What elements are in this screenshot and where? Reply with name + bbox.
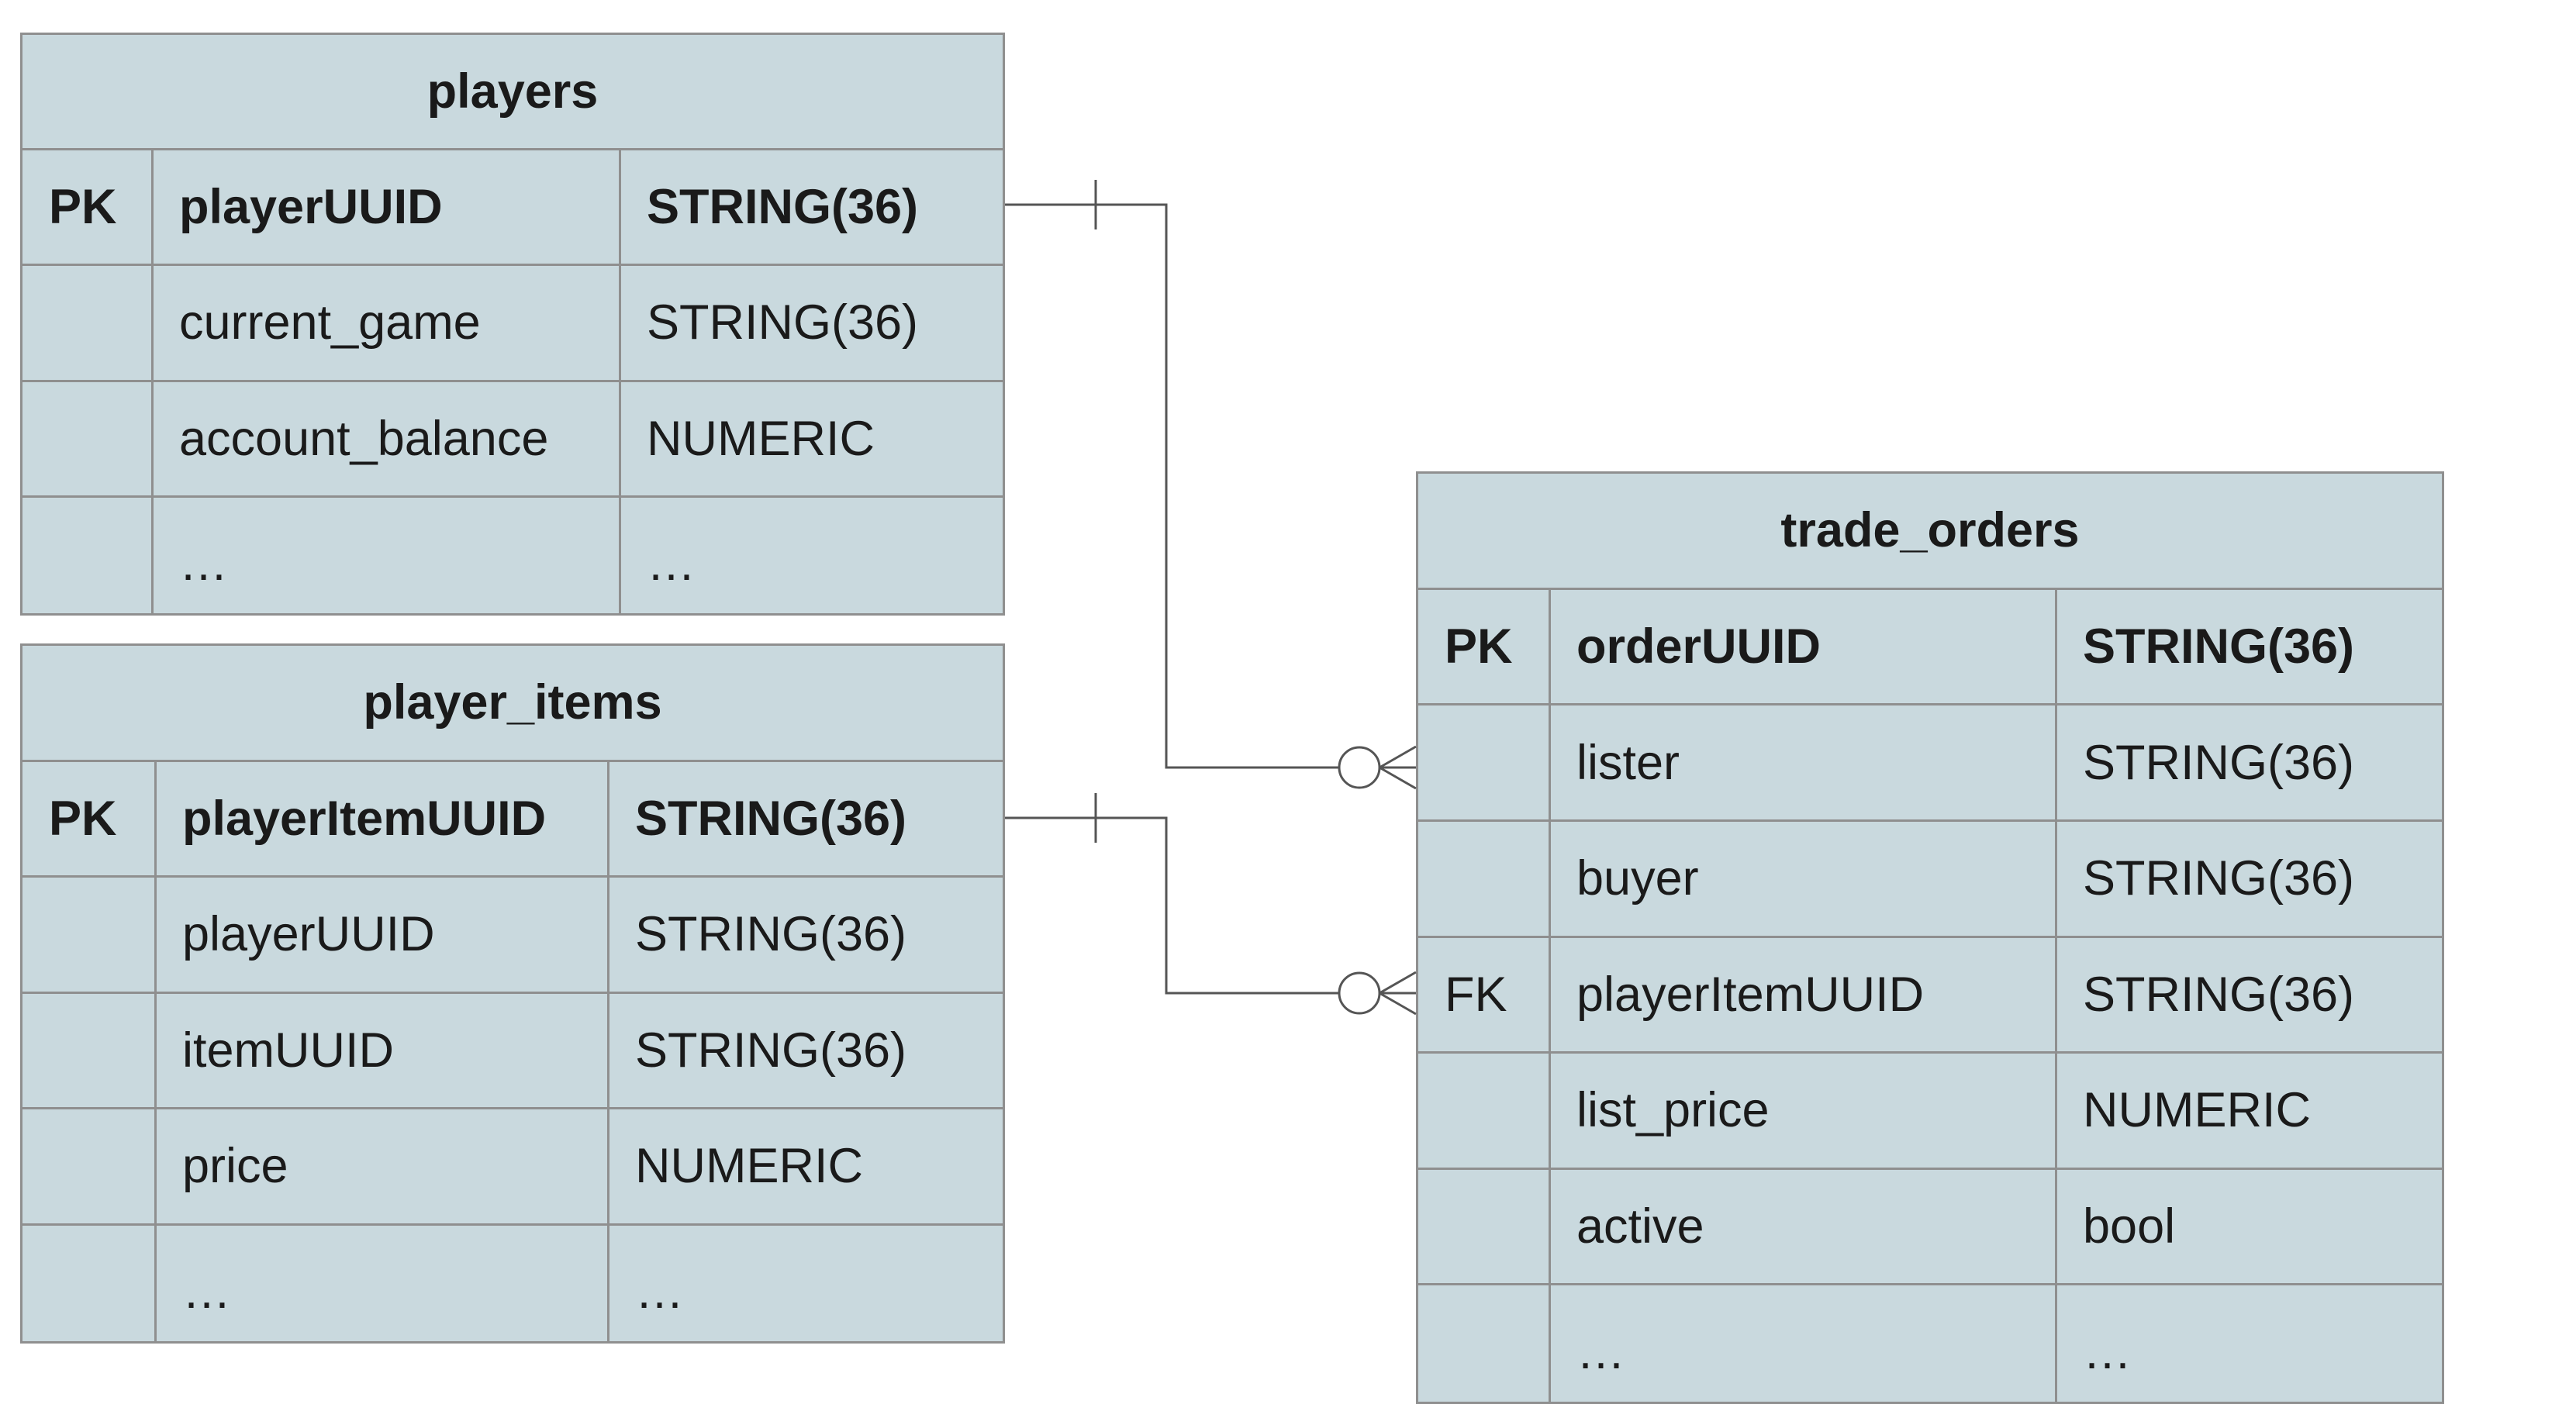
column-name: itemUUID [157,993,609,1109]
key-cell [1418,1169,1551,1286]
column-type: STRING(36) [2057,590,2442,706]
column-type: STRING(36) [2057,705,2442,822]
key-cell: PK [1418,589,1551,706]
column-type: NUMERIC [609,1109,1003,1226]
column-type: STRING(36) [621,150,1003,267]
column-name: buyer [1551,821,2057,938]
column-type: STRING(36) [609,878,1003,994]
table-trade-orders: trade_orders PK orderUUID STRING(36) lis… [1416,471,2444,1404]
column-name: list_price [1551,1054,2057,1170]
column-name: current_game [154,266,621,382]
table-title: players [22,35,1003,151]
relationship-players-trade-orders [1005,180,1417,790]
key-cell [1418,705,1551,822]
table-title: trade_orders [1418,474,2442,590]
connector-line [1005,816,1339,995]
crow-foot-lower [1379,992,1417,1016]
table-players: players PK playerUUID STRING(36) current… [20,33,1005,616]
crow-foot-lower [1379,766,1417,790]
zero-marker [1338,746,1381,789]
column-type: … [635,1264,684,1319]
column-name: playerItemUUID [157,761,609,878]
column-name: playerUUID [154,150,621,267]
key-cell [22,497,154,613]
key-cell: FK [1418,937,1551,1054]
column-name: price [157,1109,609,1226]
key-cell [1418,821,1551,938]
column-name: account_balance [154,381,621,498]
column-type: … [647,536,696,591]
zero-marker [1338,971,1381,1015]
column-name: playerUUID [157,878,609,994]
key-cell: PK [22,761,157,878]
key-cell [22,1109,157,1226]
column-type: … [2083,1325,2132,1379]
key-cell [1418,1285,1551,1402]
column-name: … [154,497,621,613]
connector-line [1005,203,1339,769]
key-cell [22,878,157,994]
table-player-items: player_items PK playerItemUUID STRING(36… [20,643,1005,1344]
key-cell [22,381,154,498]
column-name: playerItemUUID [1551,937,2057,1054]
key-cell: PK [22,150,154,267]
crow-foot-upper [1379,745,1417,769]
column-name: … [1551,1285,2057,1402]
table-title: player_items [22,646,1003,762]
column-name: active [1551,1169,2057,1286]
crow-foot-upper [1379,971,1417,995]
column-type: STRING(36) [609,994,1003,1109]
relationship-player-items-trade-orders [1005,793,1417,1016]
column-type: STRING(36) [2057,938,2442,1054]
key-cell [22,993,157,1109]
column-name: orderUUID [1551,589,2057,706]
column-type: STRING(36) [609,762,1003,878]
column-type: bool [2057,1170,2442,1286]
key-cell [22,266,154,382]
column-name: … [157,1225,609,1341]
column-name: lister [1551,705,2057,822]
column-type: NUMERIC [2057,1054,2442,1170]
column-type: STRING(36) [621,266,1003,382]
key-cell [22,1225,157,1341]
key-cell [1418,1054,1551,1170]
column-type: NUMERIC [621,382,1003,498]
column-type: STRING(36) [2057,822,2442,938]
